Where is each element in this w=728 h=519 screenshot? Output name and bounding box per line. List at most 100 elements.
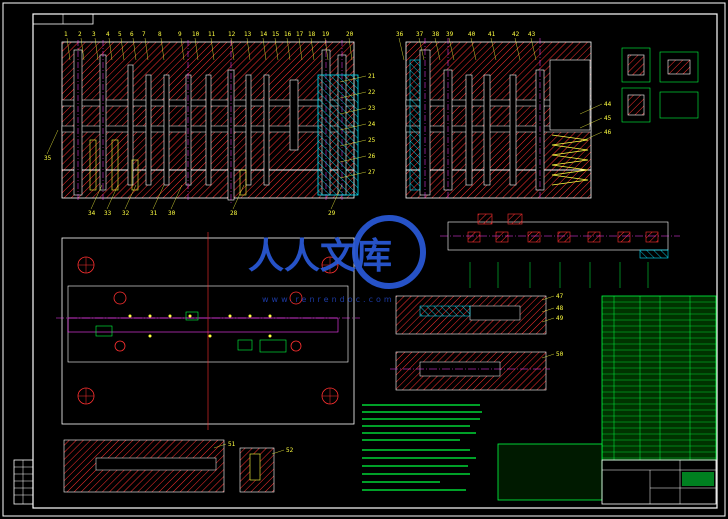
leader-line xyxy=(514,37,521,61)
leader-line xyxy=(310,37,315,61)
leader-number-31: 31 xyxy=(150,210,158,217)
leader-number-19: 19 xyxy=(322,31,330,38)
leader-line xyxy=(339,107,367,115)
leader-number-26: 26 xyxy=(368,153,376,160)
leader-number-51: 51 xyxy=(228,441,236,448)
leader-line xyxy=(298,37,303,61)
leader-number-12: 12 xyxy=(228,31,236,38)
leader-line xyxy=(246,37,251,61)
revision-table xyxy=(497,443,603,501)
leader-number-9: 9 xyxy=(178,31,182,38)
leader-number-35: 35 xyxy=(44,155,52,162)
leader-number-23: 23 xyxy=(368,105,376,112)
leader-number-2: 2 xyxy=(78,31,82,38)
leader-line xyxy=(144,37,149,61)
leader-line xyxy=(262,37,267,61)
leader-number-49: 49 xyxy=(556,315,564,322)
leader-line xyxy=(339,139,367,147)
detail-sections xyxy=(390,295,550,391)
leader-line xyxy=(490,37,497,61)
leader-number-8: 8 xyxy=(158,31,162,38)
leader-number-22: 22 xyxy=(368,89,376,96)
leader-number-14: 14 xyxy=(260,31,268,38)
leader-number-6: 6 xyxy=(130,31,134,38)
leader-line xyxy=(170,184,183,210)
leader-line xyxy=(418,37,425,61)
leader-line xyxy=(339,171,367,179)
leader-line xyxy=(213,443,227,449)
plan-view xyxy=(56,232,360,430)
watermark-circle-icon xyxy=(352,215,426,289)
leader-line xyxy=(339,91,367,99)
leader-line xyxy=(579,131,603,143)
leader-line xyxy=(210,37,215,61)
technical-notes xyxy=(362,404,482,491)
detail-view-top-right xyxy=(621,47,699,123)
leader-line xyxy=(108,37,113,61)
leader-number-47: 47 xyxy=(556,293,564,300)
leader-line xyxy=(330,184,343,210)
leader-line xyxy=(541,317,555,323)
side-revision-block xyxy=(13,459,34,505)
leader-number-11: 11 xyxy=(208,31,216,38)
leader-number-4: 4 xyxy=(106,31,110,38)
leader-number-30: 30 xyxy=(168,210,176,217)
leader-line xyxy=(448,37,455,61)
leader-line xyxy=(324,37,329,61)
leader-number-37: 37 xyxy=(416,31,424,38)
leader-number-44: 44 xyxy=(604,101,612,108)
leader-number-24: 24 xyxy=(368,121,376,128)
leader-labels-section2-right: 44 45 46 xyxy=(579,101,612,143)
leader-number-45: 45 xyxy=(604,115,612,122)
leader-line xyxy=(120,37,125,61)
leader-line xyxy=(106,184,119,210)
leader-line xyxy=(46,129,59,155)
leader-line xyxy=(152,184,165,210)
leader-line xyxy=(274,37,279,61)
strip-layout xyxy=(440,213,680,288)
leader-number-27: 27 xyxy=(368,169,376,176)
side-section-view xyxy=(405,38,592,200)
leader-number-50: 50 xyxy=(556,351,564,358)
leader-line xyxy=(434,37,441,61)
title-block xyxy=(601,459,717,505)
leader-line xyxy=(271,449,285,455)
leader-number-16: 16 xyxy=(284,31,292,38)
leader-number-15: 15 xyxy=(272,31,280,38)
leader-line xyxy=(398,37,405,61)
leader-number-43: 43 xyxy=(528,31,536,38)
leader-number-40: 40 xyxy=(468,31,476,38)
leader-number-5: 5 xyxy=(118,31,122,38)
leader-line xyxy=(541,307,555,313)
leader-line xyxy=(230,37,235,61)
leader-line xyxy=(160,37,165,61)
leader-line xyxy=(541,295,555,301)
leader-number-36: 36 xyxy=(396,31,404,38)
leader-number-20: 20 xyxy=(346,31,354,38)
leader-number-13: 13 xyxy=(244,31,252,38)
leader-line xyxy=(194,37,199,61)
leader-line xyxy=(470,37,477,61)
leader-line xyxy=(339,155,367,163)
watermark: 人人文库 www.renrendoc.com xyxy=(248,215,426,304)
leader-number-41: 41 xyxy=(488,31,496,38)
leader-line xyxy=(94,37,99,61)
leader-line xyxy=(579,117,603,129)
leader-number-34: 34 xyxy=(88,210,96,217)
leader-number-21: 21 xyxy=(368,73,376,80)
sheet-inner-border xyxy=(32,13,718,509)
leader-line xyxy=(90,184,103,210)
leader-number-3: 3 xyxy=(92,31,96,38)
leader-number-28: 28 xyxy=(230,210,238,217)
leader-number-7: 7 xyxy=(142,31,146,38)
leader-line xyxy=(180,37,185,61)
leader-line xyxy=(579,103,603,115)
leader-line xyxy=(66,37,71,61)
leader-line xyxy=(232,184,245,210)
leader-number-46: 46 xyxy=(604,129,612,136)
